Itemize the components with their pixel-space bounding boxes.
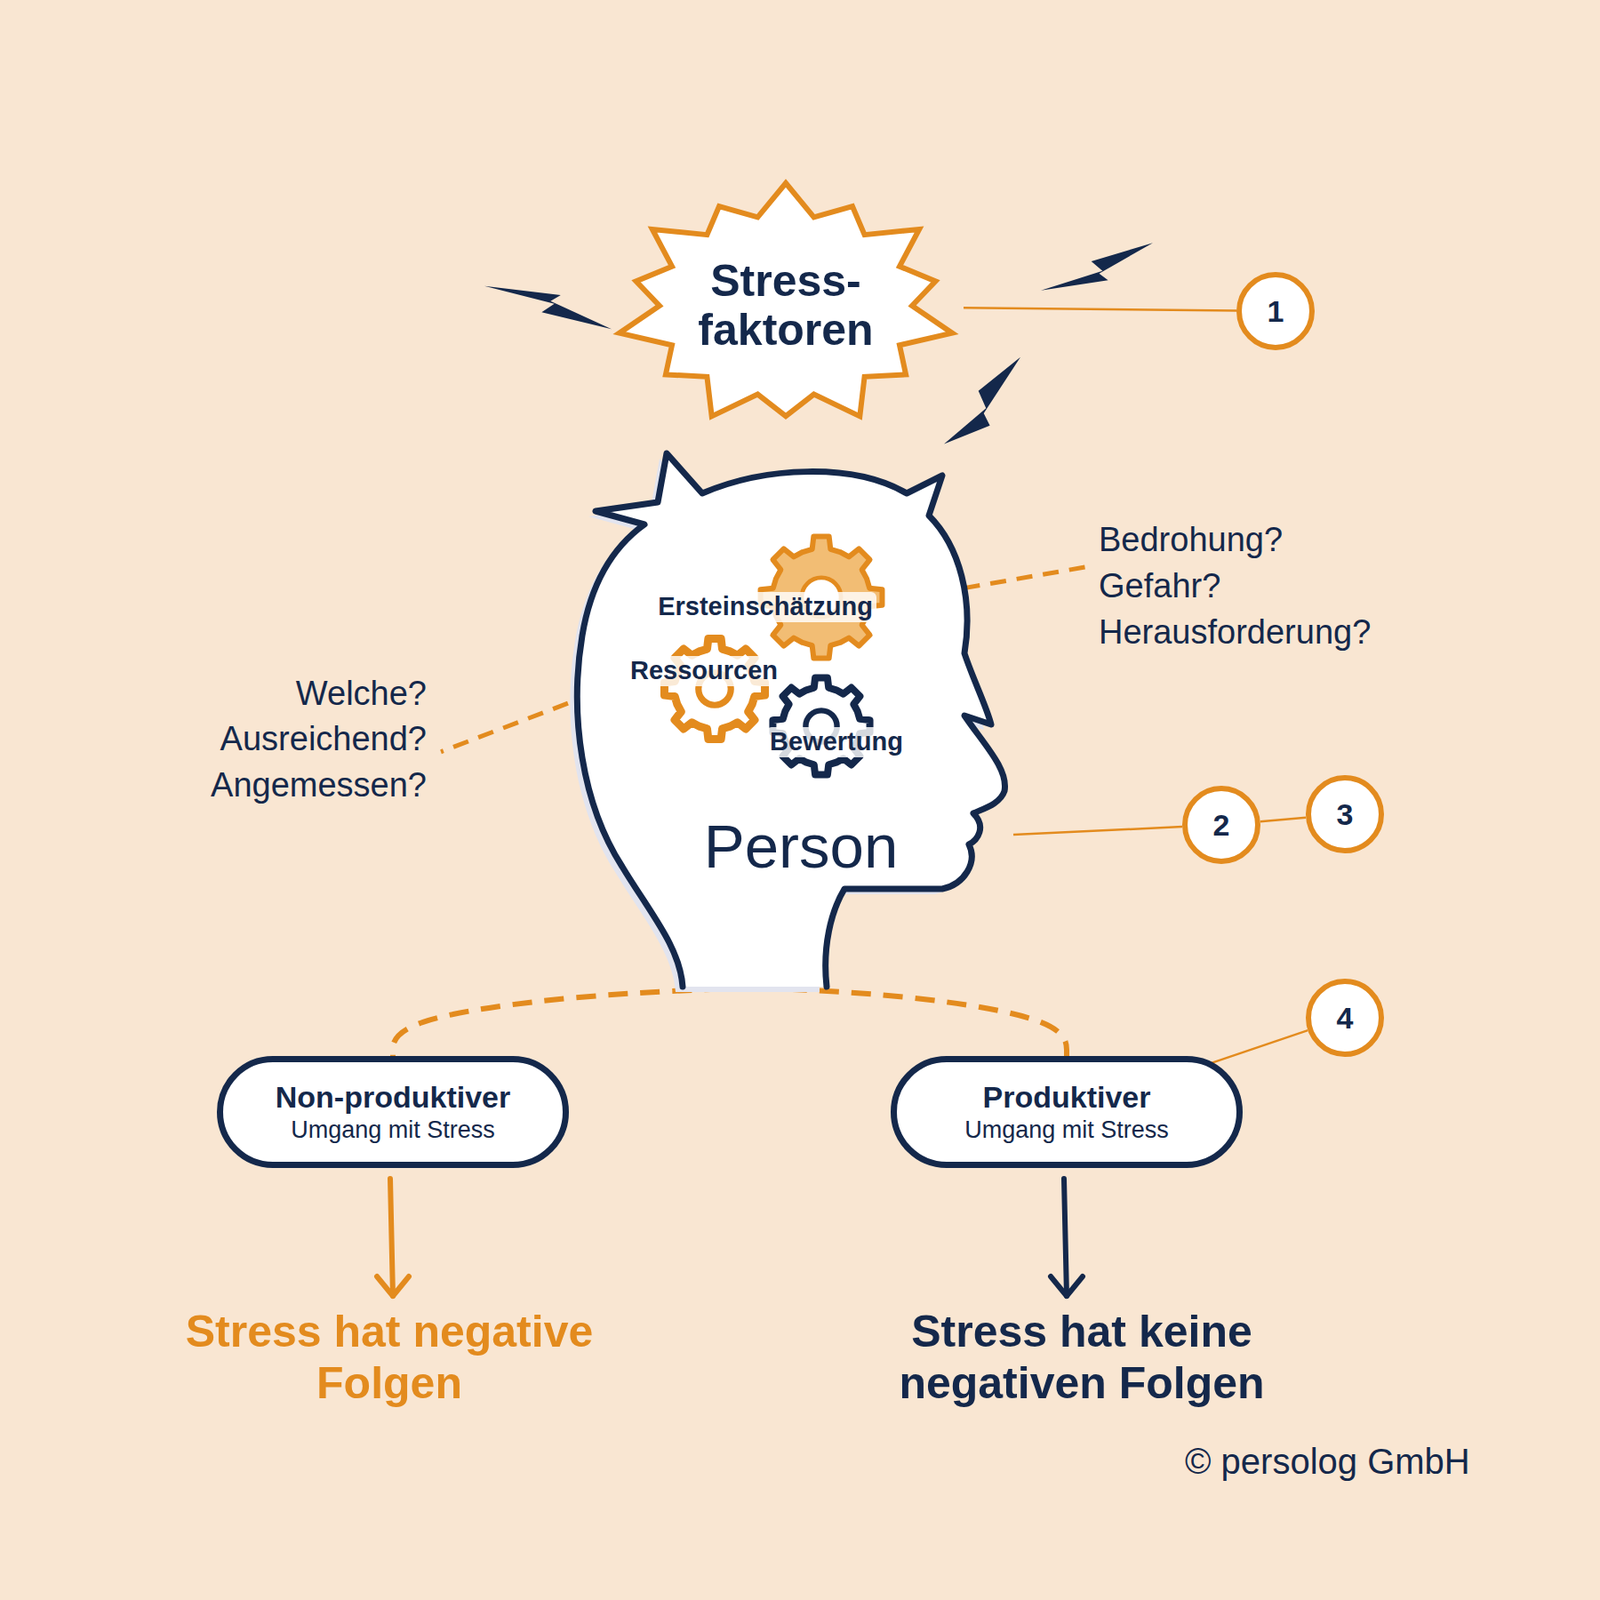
lightning-bolt [484, 286, 612, 329]
leader-connector [1260, 817, 1306, 822]
copyright-note: © persolog GmbH [1184, 1440, 1471, 1483]
outcome-arrow [1050, 1178, 1083, 1296]
gear: Bewertung [766, 727, 907, 757]
label-holder: Angemessen? [88, 765, 427, 807]
callout-number: 1 [1267, 296, 1285, 327]
leader-connector [963, 307, 1237, 311]
gear-symbol [653, 627, 776, 751]
callout-number: 2 [1182, 785, 1261, 864]
coping-oval: ProduktiverUmgang mit Stress [890, 1056, 1243, 1168]
dashed-connector [755, 987, 1067, 1056]
oval-text: Umgang mit Stress [290, 1115, 496, 1144]
callout-number: 1 [1236, 272, 1315, 351]
outcome-text: Stress hat negative Folgen [184, 1306, 594, 1409]
outcome-arrow [376, 1178, 409, 1296]
lightning-bolt [1040, 242, 1153, 291]
gear-label: Ressourcen [626, 656, 782, 686]
question-text: Angemessen? [210, 765, 427, 807]
callout-number: 4 [1305, 978, 1384, 1057]
label-holder: Stress hat negative Folgen [184, 1306, 594, 1409]
label-holder: Person [623, 813, 979, 881]
gear-label: Bewertung [766, 727, 907, 757]
label-holder: Herausforderung? [1098, 612, 1437, 654]
question-text: Herausforderung? [1098, 612, 1371, 654]
callout-number: 3 [1336, 799, 1354, 830]
person-label: Person [623, 813, 979, 881]
question-text: Welche? [296, 673, 427, 715]
gear: Ressourcen [626, 656, 782, 686]
question-text: Ausreichend? [220, 719, 427, 760]
label-holder: Welche? [88, 673, 427, 715]
coping-oval: Non-produktiverUmgang mit Stress [216, 1056, 569, 1168]
gear-label: Ersteinschätzung [654, 592, 877, 622]
callout-number: 3 [1305, 775, 1384, 854]
callout-number: 2 [1213, 809, 1231, 840]
label-holder: Bedrohung? [1098, 520, 1437, 561]
gear: Ersteinschätzung [654, 592, 877, 622]
question-text: Gefahr? [1098, 566, 1221, 608]
label-holder: © persolog GmbH [1184, 1440, 1470, 1483]
callout-number: 4 [1336, 1002, 1354, 1033]
stress-burst: Stress- faktoren [608, 176, 964, 435]
person-head: Person ErsteinschätzungRessourcenBewertun… [568, 448, 1014, 992]
dashed-connector [392, 987, 756, 1056]
lightning-bolt [944, 357, 1021, 445]
oval-text: Produktiver [983, 1079, 1152, 1116]
label-holder: Gefahr? [1098, 566, 1437, 608]
outcome-text: Stress hat keine negativen Folgen [859, 1306, 1304, 1409]
label-holder: Ausreichend? [88, 719, 427, 760]
burst-title: Stress- faktoren [670, 256, 902, 355]
label-holder: Stress hat keine negativen Folgen [859, 1306, 1304, 1409]
oval-text: Umgang mit Stress [964, 1115, 1169, 1144]
question-text: Bedrohung? [1098, 520, 1283, 561]
leader-connector [1013, 826, 1183, 835]
oval-text: Non-produktiver [275, 1079, 511, 1116]
